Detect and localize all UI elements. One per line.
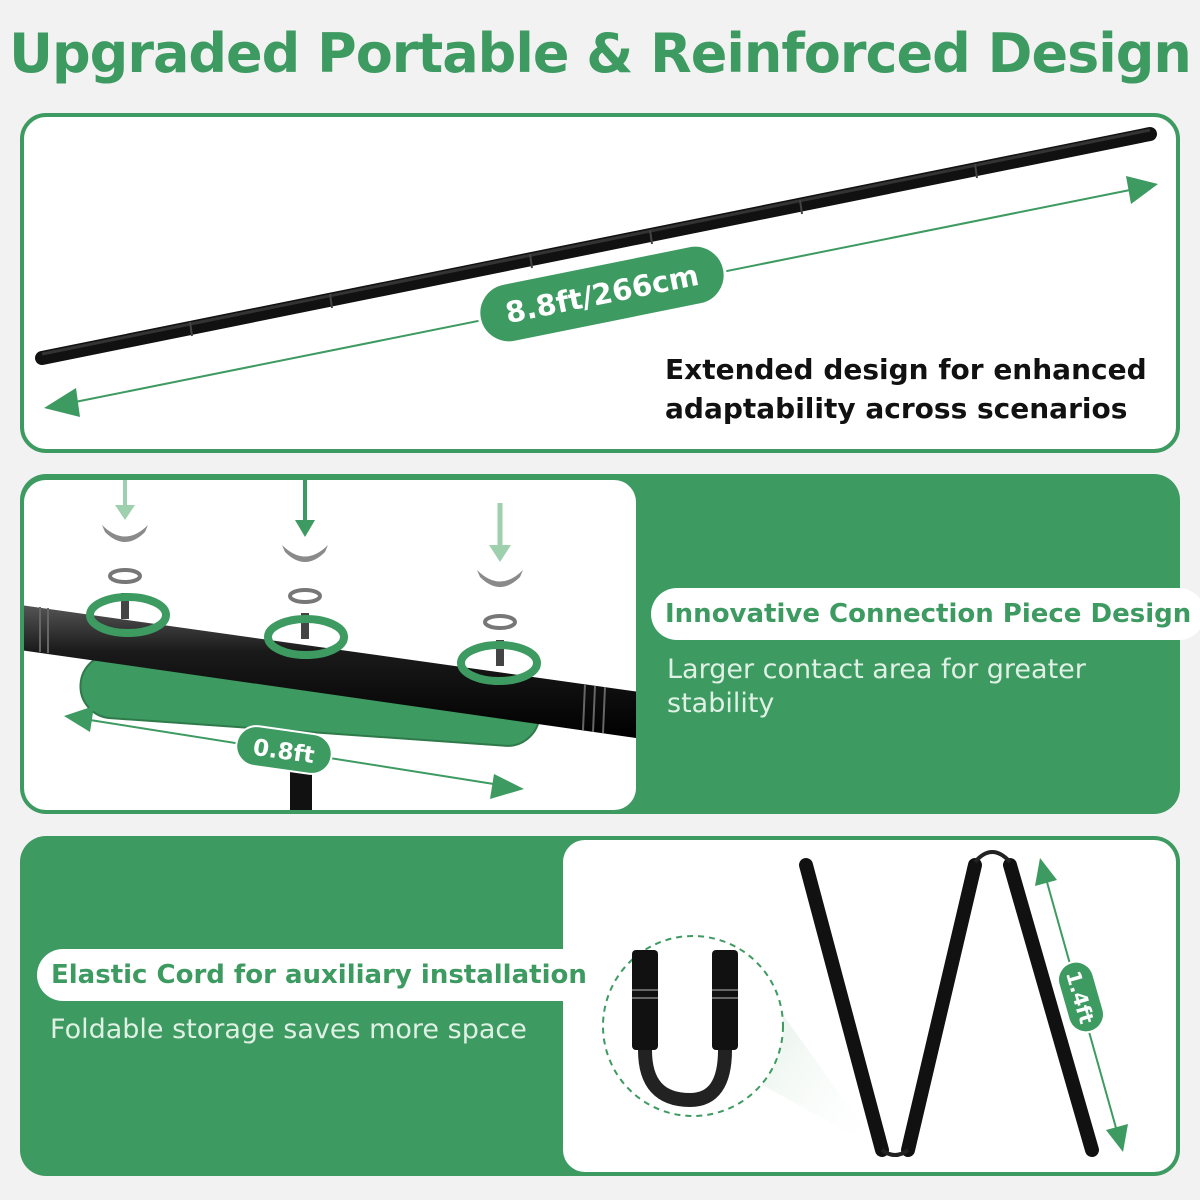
arrow-left-icon bbox=[64, 706, 94, 732]
wing-nut-icon bbox=[282, 545, 328, 562]
elastic-cord bbox=[973, 850, 1012, 864]
folded-pole-3 bbox=[1003, 858, 1099, 1157]
arrow-right-icon bbox=[490, 774, 524, 799]
bolt-group-3 bbox=[457, 503, 541, 685]
long-pole bbox=[35, 127, 1157, 365]
folded-pole-1 bbox=[799, 858, 889, 1157]
rotate-arrow-icon bbox=[457, 641, 541, 685]
extended-design-description: Extended design for enhanced adaptabilit… bbox=[665, 353, 1147, 425]
washer-icon bbox=[108, 568, 142, 584]
horizontal-pole bbox=[24, 605, 636, 738]
elastic-cord-heading: Elastic Cord for auxiliary installation bbox=[37, 949, 601, 1001]
connection-heading: Innovative Connection Piece Design bbox=[651, 588, 1200, 640]
wing-nut-icon bbox=[477, 570, 523, 587]
washer-icon bbox=[483, 614, 517, 630]
connection-description: Larger contact area for greater stabilit… bbox=[667, 654, 1086, 719]
arrow-up-icon bbox=[1035, 858, 1057, 886]
rotate-arrow-icon bbox=[264, 615, 348, 659]
washer-icon bbox=[288, 588, 322, 604]
wing-nut-icon bbox=[102, 525, 148, 542]
page-title: Upgraded Portable & Reinforced Design bbox=[9, 22, 1192, 85]
fold-length-badge bbox=[1057, 960, 1105, 1034]
length-badge bbox=[477, 243, 727, 345]
bolt-group-2 bbox=[264, 480, 348, 659]
plate-length-badge bbox=[235, 725, 333, 775]
arrow-down-icon bbox=[1106, 1124, 1128, 1152]
magnified-detail bbox=[602, 935, 784, 1117]
bolt-group-1 bbox=[86, 480, 170, 637]
arrow-left-icon bbox=[44, 388, 80, 417]
folded-pole-2 bbox=[901, 858, 982, 1157]
rotate-arrow-icon bbox=[86, 593, 170, 637]
elastic-cord-description: Foldable storage saves more space bbox=[50, 1014, 527, 1045]
arrow-right-icon bbox=[1126, 176, 1158, 204]
